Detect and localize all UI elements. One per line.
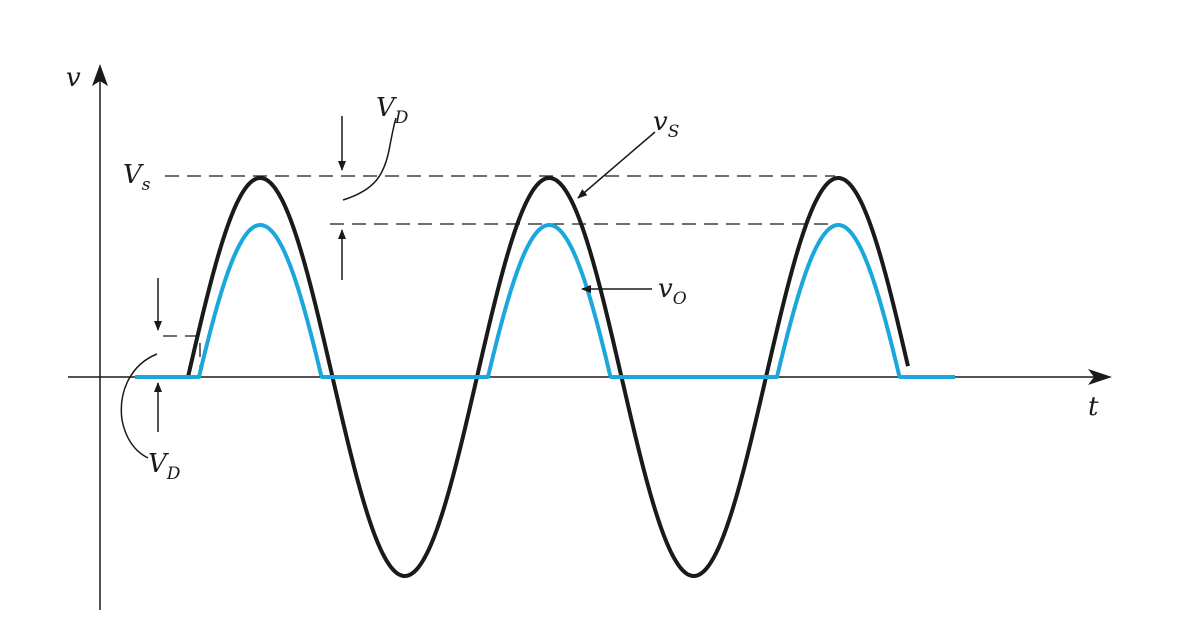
t-axis-label: t bbox=[1088, 392, 1099, 422]
threshold-dashed-line bbox=[163, 335, 201, 377]
diode-drop-top-leader bbox=[342, 117, 397, 201]
source-wave-pointer-arrow bbox=[577, 131, 656, 199]
source-waveform bbox=[186, 176, 910, 578]
output-waveform bbox=[134, 223, 956, 379]
output-wave-label: vO bbox=[658, 274, 687, 309]
diode-drop-bottom-label: VD bbox=[148, 449, 181, 484]
peak-source-label: Vs bbox=[123, 160, 151, 195]
diode-drop-bottom-leader bbox=[120, 353, 158, 459]
t-axis-arrowhead bbox=[1088, 369, 1112, 385]
source-wave-label: vS bbox=[653, 107, 679, 142]
v-axis-arrowhead bbox=[92, 64, 108, 86]
diode-drop-top-label: VD bbox=[376, 93, 409, 128]
v-axis-label: v bbox=[66, 63, 81, 93]
